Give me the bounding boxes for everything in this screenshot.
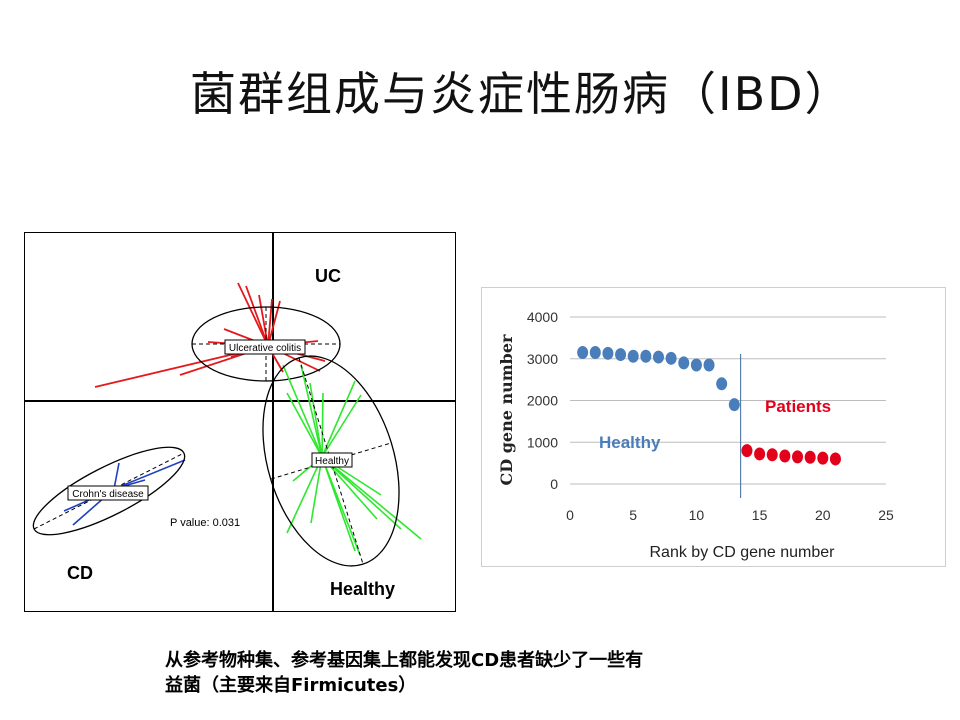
healthy-ellipse-label: Healthy [315,456,349,467]
x-tick-label: 0 [566,507,574,523]
slide-title: 菌群组成与炎症性肠病（IBD） [190,67,853,121]
ordination-plot: Ulcerative colitis [24,232,456,612]
y-tick-label: 0 [550,476,558,492]
cd-ellipse-label-box [67,485,149,501]
chart-ylabel: CD gene number [497,334,516,485]
chart-xlabel: Rank by CD gene number [650,544,836,561]
patients-point [804,450,816,464]
healthy-point [678,356,690,370]
x-tick-label: 25 [878,507,894,523]
y-tick-label: 2000 [527,393,558,409]
healthy-group: Healthy [262,355,422,567]
healthy-point [627,349,639,363]
chart-tick-labels: 0 1000 2000 3000 4000 0 5 10 15 20 25 [527,309,894,523]
healthy-point [716,377,728,391]
gene-number-chart: 0 1000 2000 3000 4000 0 5 10 15 20 25 Rank by CD g… [481,287,946,567]
p-value-text: P value: 0.031 [170,517,240,529]
healthy-point [665,351,677,365]
patients-point [817,451,829,465]
uc-label: UC [315,266,341,286]
healthy-point [640,349,652,363]
y-tick-label: 3000 [527,351,558,367]
caption-line-1: 从参考物种集、参考基因集上都能发现CD患者缺少了一些有 [165,650,644,671]
patients-point [792,450,804,464]
x-tick-label: 20 [815,507,831,523]
caption-line-2: 益菌（主要来自Firmicutes） [165,675,417,696]
y-tick-label: 1000 [527,434,558,450]
cd-group: Crohn's disease [32,446,186,536]
healthy-point [577,345,589,359]
healthy-ellipse-label-box [311,452,353,468]
patients-point [754,447,766,461]
slide-caption: 从参考物种集、参考基因集上都能发现CD患者缺少了一些有 益菌（主要来自Firmi… [165,648,865,698]
healthy-point [652,350,664,364]
x-tick-label: 10 [689,507,705,523]
healthy-point [602,346,614,360]
ordination-svg: Ulcerative colitis [25,233,455,611]
cd-label: CD [67,563,93,583]
legend-patients: Patients [765,397,831,416]
patients-point [766,448,778,462]
uc-spokes [94,282,326,388]
healthy-point [728,398,740,412]
patients-point [741,444,753,458]
healthy-point [615,348,627,362]
y-tick-label: 4000 [527,309,558,325]
healthy-point [589,345,601,359]
healthy-ellipse [262,355,400,567]
healthy-point [703,358,715,372]
uc-group: Ulcerative colitis [94,282,341,388]
chart-gridlines [570,316,886,498]
x-tick-label: 5 [629,507,637,523]
cd-ellipse-label: Crohn's disease [72,489,144,500]
patients-point [779,449,791,463]
uc-ellipse-label-box [224,339,306,355]
x-tick-label: 15 [752,507,768,523]
gene-number-chart-svg: 0 1000 2000 3000 4000 0 5 10 15 20 25 Rank by CD g… [497,309,894,561]
healthy-spokes [282,364,422,556]
healthy-point [690,358,702,372]
chart-points [577,345,841,466]
legend-healthy: Healthy [599,433,661,452]
uc-ellipse-label: Ulcerative colitis [229,343,301,354]
healthy-label: Healthy [330,579,395,599]
patients-point [829,452,841,466]
